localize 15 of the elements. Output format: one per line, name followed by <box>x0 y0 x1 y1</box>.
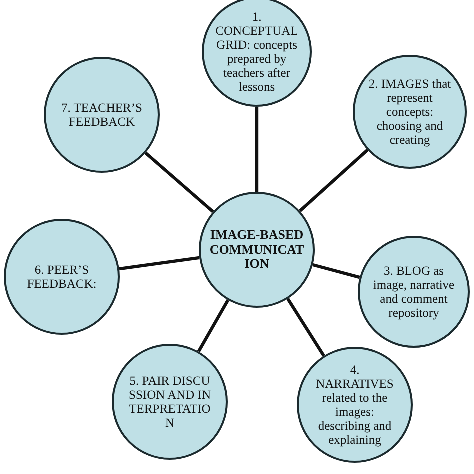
step-label: 2. IMAGES that represent concepts: choosing and creating <box>368 77 452 147</box>
step-label: 3. BLOG as image, narrative and comment repository <box>372 264 456 320</box>
connector-line <box>119 256 200 271</box>
step-label: 4. NARRATIVES related to the images: describing and explaining <box>315 363 395 447</box>
connector-line <box>255 107 259 192</box>
step-label: 5. PAIR DISCUSSION AND INTERPRETATION <box>128 374 212 430</box>
connector-line <box>286 298 326 357</box>
step-label: 7. TEACHER’S FEEDBACK <box>60 101 144 129</box>
step-label: 1. CONCEPTUAL GRID: concepts prepared by teachers after lessons <box>214 10 300 94</box>
connector-line <box>197 300 230 352</box>
connector-line <box>144 152 214 214</box>
connector-line <box>299 148 369 212</box>
connector-line <box>312 263 360 280</box>
step-label: 6. PEER’S FEEDBACK: <box>26 263 98 291</box>
center-label: IMAGE-BASED COMMUNICATION <box>209 228 305 272</box>
